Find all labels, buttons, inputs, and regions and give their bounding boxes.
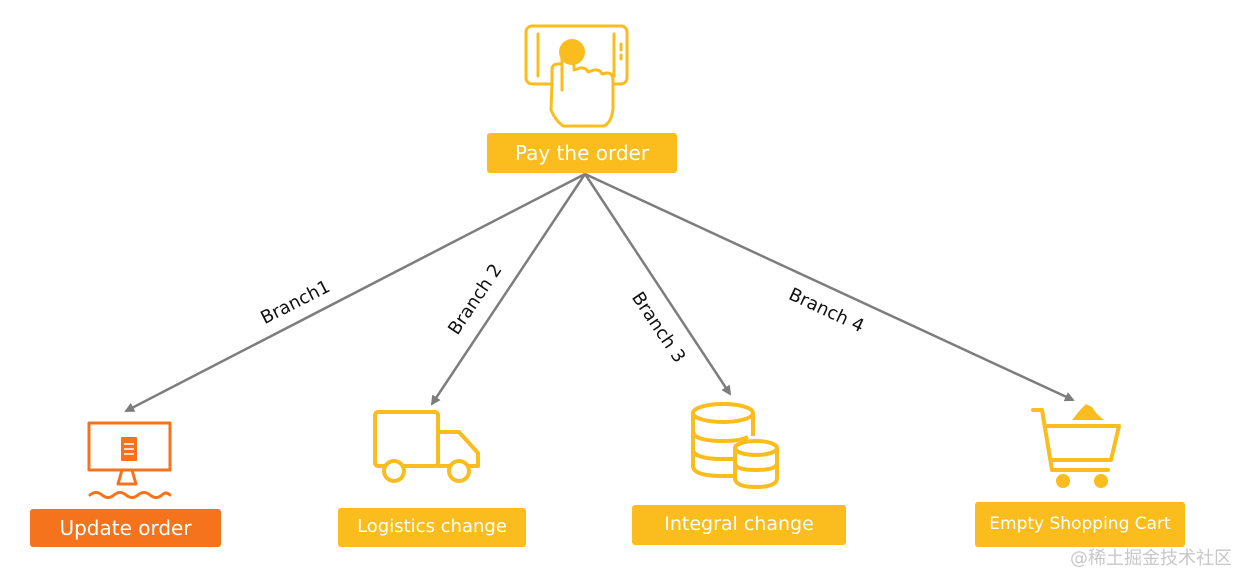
update-order-box: Update order: [30, 509, 221, 547]
empty-shopping-cart-box: Empty Shopping Cart: [975, 502, 1185, 547]
arrow-branch-1: [124, 172, 586, 413]
integral-change-box: Integral change: [632, 505, 846, 545]
arrow-branch-4: [584, 172, 1075, 402]
logistics-change-box: Logistics change: [338, 508, 526, 547]
update-order-label: Update order: [59, 515, 192, 540]
pay-order-label: Pay the order: [514, 140, 650, 165]
empty-shopping-cart-label: Empty Shopping Cart: [989, 513, 1171, 534]
watermark: @稀土掘金技术社区: [1070, 548, 1232, 569]
pay-order-box: Pay the order: [487, 133, 677, 173]
arrow-branch-2: [430, 173, 587, 406]
integral-change-label: Integral change: [664, 513, 814, 536]
arrow-branch-3: [583, 173, 732, 396]
logistics-change-label: Logistics change: [357, 516, 507, 538]
